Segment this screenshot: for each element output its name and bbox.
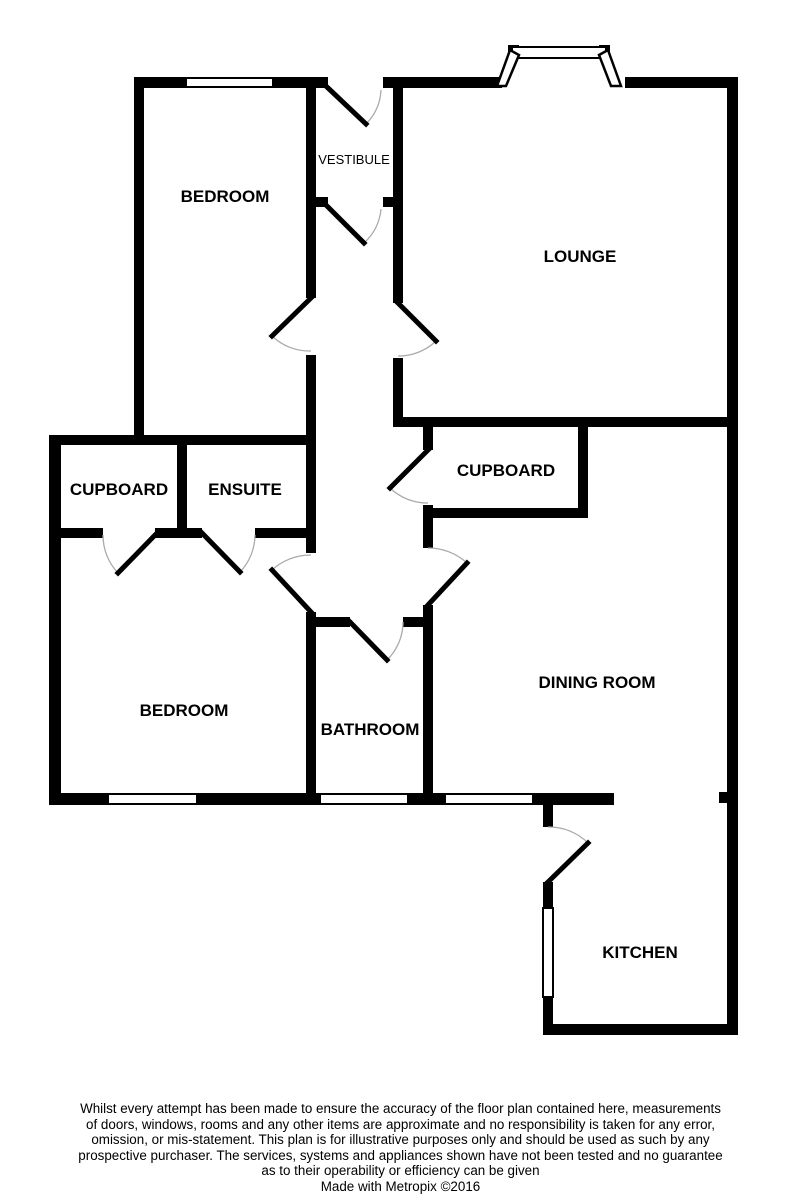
window-bedroom2: [107, 793, 198, 805]
door-cupboard2: [386, 446, 432, 492]
wall: [423, 605, 433, 793]
room-labels: BEDROOM VESTIBULE LOUNGE CUPBOARD ENSUIT…: [70, 152, 678, 962]
room-label-bedroom1: BEDROOM: [181, 187, 270, 206]
door-ensuite: [198, 529, 244, 576]
door-kitchen: [544, 839, 592, 886]
wall: [177, 445, 187, 533]
door-arc-lounge: [397, 340, 437, 357]
door-lounge: [394, 299, 440, 345]
room-label-bathroom: BATHROOM: [321, 720, 420, 739]
door-bedroom2: [268, 566, 315, 616]
disclaimer-line: Whilst every attempt has been made to en…: [80, 1101, 721, 1116]
wall: [49, 435, 61, 805]
wall: [49, 793, 108, 805]
door-front: [324, 84, 370, 128]
wall: [316, 617, 350, 627]
windows: [107, 46, 623, 998]
wall: [49, 435, 316, 445]
wall: [155, 528, 202, 538]
door-bathroom: [346, 618, 391, 664]
room-label-kitchen: KITCHEN: [602, 943, 678, 962]
wall: [255, 528, 316, 538]
credit-line: Made with Metropix ©2016: [320, 1178, 481, 1194]
disclaimer-line: as to their operability or efficiency ca…: [261, 1163, 540, 1178]
walls: [49, 45, 738, 1035]
room-label-cupboard2: CUPBOARD: [457, 461, 555, 480]
window-bay-top: [511, 46, 607, 59]
door-dining: [424, 559, 471, 609]
wall: [197, 793, 320, 805]
wall: [578, 427, 588, 518]
room-label-ensuite: ENSUITE: [208, 480, 282, 499]
door-arc-vestibule: [363, 208, 382, 244]
disclaimer-text: Whilst every attempt has been made to en…: [0, 1101, 801, 1194]
door-bedroom1: [268, 294, 315, 340]
room-label-cupboard1: CUPBOARD: [70, 480, 168, 499]
wall: [533, 793, 614, 805]
wall: [306, 87, 316, 298]
wall: [543, 1024, 737, 1035]
wall: [543, 997, 553, 1035]
wall: [383, 77, 502, 88]
door-leaves: [114, 84, 592, 886]
door-arc-ensuite: [239, 534, 256, 573]
wall: [625, 77, 737, 88]
door-arc-cupboard1: [102, 534, 119, 574]
window-bay-right: [597, 48, 623, 88]
door-arc-bedroom1: [271, 335, 312, 352]
wall: [306, 197, 328, 207]
wall: [49, 528, 103, 538]
wall: [306, 355, 316, 553]
door-arc-bathroom: [386, 621, 404, 661]
wall: [393, 417, 737, 427]
disclaimer-line: of doors, windows, rooms and any other i…: [86, 1116, 715, 1132]
wall: [423, 505, 433, 548]
wall: [543, 803, 553, 827]
room-label-vestibule: VESTIBULE: [318, 152, 390, 167]
window-bay-left: [495, 48, 521, 88]
window-kitchen: [542, 907, 554, 998]
wall: [719, 792, 727, 803]
window-bathroom: [319, 793, 409, 805]
wall: [543, 882, 553, 908]
room-label-dining: DINING ROOM: [538, 673, 655, 692]
wall: [393, 358, 403, 417]
room-label-bedroom2: BEDROOM: [140, 701, 229, 720]
wall: [393, 87, 403, 303]
door-arc-front: [365, 89, 382, 125]
door-arc-bedroom2: [271, 554, 312, 571]
door-arc-kitchen: [547, 826, 589, 844]
door-arc-dining: [427, 547, 468, 564]
room-label-lounge: LOUNGE: [544, 247, 617, 266]
wall: [727, 77, 738, 1035]
wall: [408, 793, 445, 805]
door-cupboard1: [114, 529, 161, 577]
window-bedroom1: [185, 77, 274, 88]
disclaimer-line: prospective purchaser. The services, sys…: [78, 1147, 723, 1163]
disclaimer-line: omission, or mis-statement. This plan is…: [91, 1132, 710, 1147]
wall: [433, 508, 588, 518]
door-vestibule: [324, 203, 368, 247]
wall: [423, 427, 433, 450]
wall: [134, 77, 144, 445]
wall: [403, 617, 433, 627]
wall: [383, 197, 403, 207]
door-arcs: [102, 89, 589, 844]
wall: [273, 77, 328, 88]
door-arc-cupboard2: [389, 487, 429, 504]
wall: [134, 77, 186, 88]
wall: [306, 612, 316, 793]
window-dining: [444, 793, 534, 805]
